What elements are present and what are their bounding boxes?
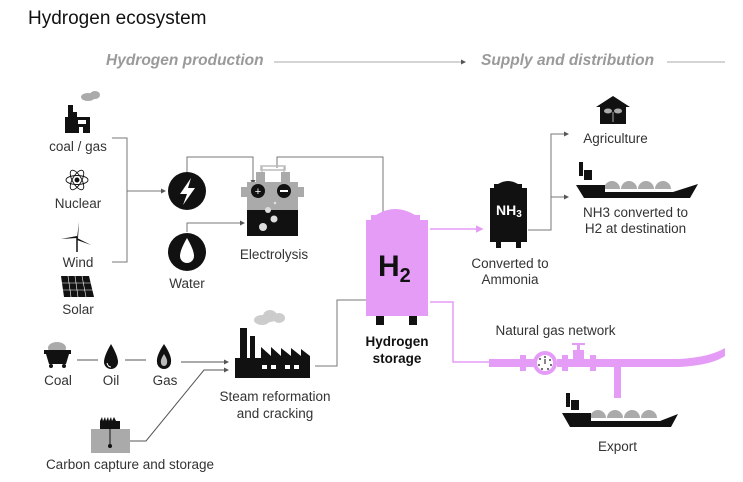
coal-cart-icon (44, 342, 71, 368)
steam-reformation-label-line2: and cracking (236, 406, 314, 421)
wind-turbine-icon (61, 222, 91, 252)
power-to-electrolysis-connector (186, 156, 256, 185)
greenhouse-icon (596, 96, 630, 124)
storage-label-line2: storage (372, 351, 422, 366)
carbon-capture-label: Carbon capture and storage (45, 457, 215, 472)
nh3-symbol-text: NH (496, 202, 517, 218)
solar-panel-icon (61, 275, 94, 298)
nuclear-label: Nuclear (54, 196, 102, 211)
ammonia-ship-label-line1: NH3 converted to (582, 205, 689, 220)
fossil-chain-connector (77, 359, 229, 365)
ammonia-label-line2: Ammonia (481, 272, 539, 287)
lightning-icon (168, 172, 206, 210)
gas-flame-icon (156, 344, 172, 369)
section-supply-distribution: Supply and distribution (481, 52, 655, 69)
nh3-symbol: NH3 (496, 202, 522, 220)
page-title: Hydrogen ecosystem (28, 8, 207, 29)
export-label: Export (597, 439, 638, 454)
h2-subscript: 2 (399, 265, 411, 287)
electrolysis-cell-icon: + (241, 165, 304, 236)
agriculture-label: Agriculture (583, 131, 648, 146)
tanker-ship-icon (576, 162, 698, 198)
water-to-electrolysis-connector (186, 220, 245, 232)
atom-icon (65, 169, 89, 191)
ammonia-label-line1: Converted to (471, 256, 549, 271)
pipeline-icon (489, 343, 725, 398)
ammonia-ship-label-line2: H2 at destination (584, 221, 687, 236)
storage-label-line1: Hydrogen (365, 334, 429, 349)
h2-symbol: H2 (378, 250, 411, 288)
electrolysis-label: Electrolysis (239, 247, 309, 262)
coal-label: Coal (44, 373, 72, 388)
ammonia-tank-icon (490, 181, 527, 248)
svg-text:+: + (255, 186, 261, 198)
water-drop-icon (168, 233, 206, 271)
section-hydrogen-production: Hydrogen production (106, 52, 264, 69)
storage-to-gas-network-connector (430, 301, 492, 363)
coal-gas-label: coal / gas (49, 139, 107, 154)
carbon-capture-icon (91, 417, 130, 453)
solar-label: Solar (62, 302, 94, 317)
steam-reformation-label-line1: Steam reformation (219, 389, 331, 404)
oil-drop-icon (104, 344, 118, 369)
wind-label: Wind (62, 255, 94, 270)
oil-label: Oil (102, 373, 120, 388)
gas-network-label: Natural gas network (495, 323, 616, 338)
nh3-subscript: 3 (516, 209, 522, 220)
hydrogen-storage-tank-icon (366, 209, 428, 325)
factory-icon (65, 91, 100, 133)
energy-bracket-connector (112, 137, 166, 263)
ammonia-branch-connector (528, 131, 569, 231)
carbon-capture-connector (130, 367, 229, 442)
h2-symbol-text: H (378, 250, 400, 283)
gas-label: Gas (152, 373, 178, 388)
export-ship-icon (562, 393, 678, 427)
water-label: Water (169, 276, 205, 291)
reformation-factory-icon (235, 310, 310, 378)
